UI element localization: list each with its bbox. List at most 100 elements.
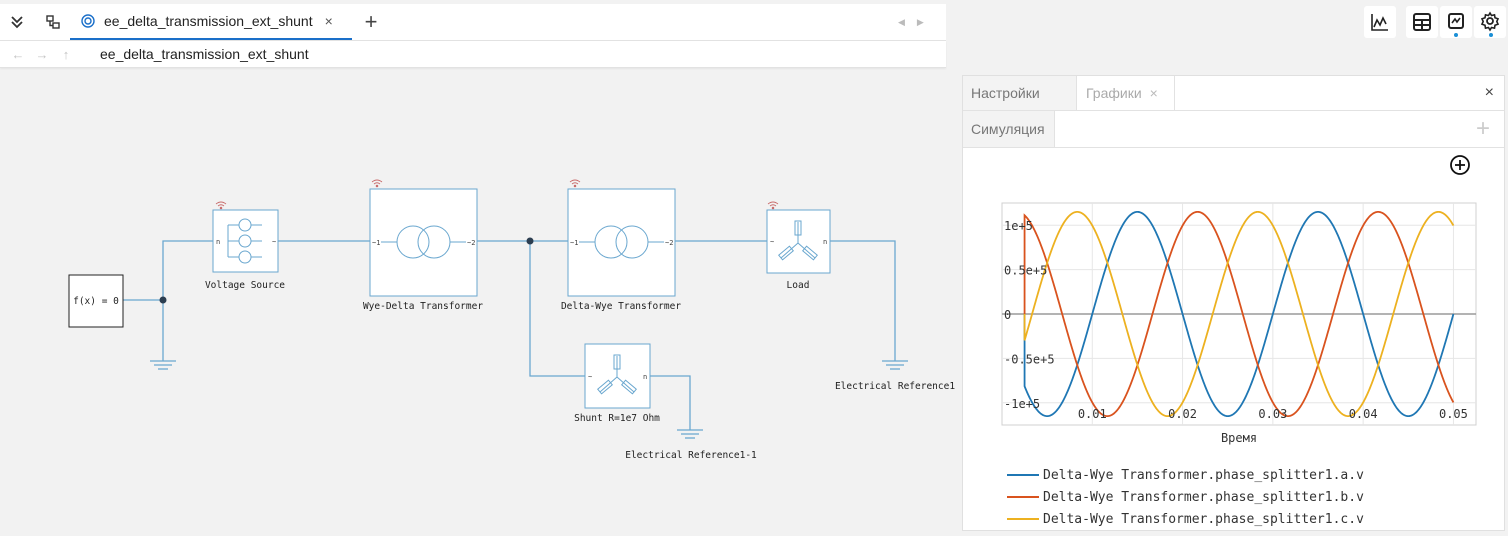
legend-item[interactable]: Delta-Wye Transformer.phase_splitter1.c.… bbox=[1007, 508, 1364, 530]
tab-label: Настройки bbox=[971, 85, 1040, 101]
tab-label: Графики bbox=[1086, 85, 1142, 101]
tab-bar: ee_delta_transmission_ext_shunt × + ◀ ▶ bbox=[0, 4, 946, 41]
status-dot bbox=[1454, 33, 1458, 37]
tab-scroll: ◀ ▶ bbox=[898, 4, 924, 40]
scroll-left-icon[interactable]: ◀ bbox=[898, 16, 905, 27]
tab-plots[interactable]: Графики × bbox=[1077, 76, 1175, 110]
hierarchy-button[interactable] bbox=[36, 4, 70, 40]
legend-swatch bbox=[1007, 474, 1039, 476]
add-tab-button[interactable]: + bbox=[364, 9, 378, 34]
double-chevron-down-icon bbox=[11, 16, 23, 29]
junction-node bbox=[526, 237, 534, 245]
up-button[interactable]: ↑ bbox=[62, 46, 70, 62]
gear-icon bbox=[1480, 11, 1500, 32]
block-label: Load bbox=[787, 280, 810, 291]
port-label: n bbox=[823, 238, 827, 246]
x-tick-label: 0.03 bbox=[1258, 407, 1287, 421]
reference-label[interactable]: Electrical Reference1-1 bbox=[625, 450, 757, 461]
junction-node bbox=[159, 296, 167, 304]
tab-close-icon[interactable]: × bbox=[324, 13, 333, 29]
back-button[interactable]: ← bbox=[11, 46, 25, 62]
ground-icon[interactable] bbox=[150, 360, 176, 370]
tab-label: ee_delta_transmission_ext_shunt bbox=[104, 13, 313, 29]
plot-icon bbox=[1371, 14, 1388, 31]
tab-settings[interactable]: Настройки bbox=[963, 76, 1077, 110]
block-label: Voltage Source bbox=[205, 280, 285, 291]
series-line[interactable] bbox=[1023, 210, 1455, 418]
model-icon bbox=[81, 14, 95, 28]
settings-button[interactable] bbox=[1474, 6, 1506, 38]
tab-simulation[interactable]: Симуляция bbox=[963, 111, 1055, 147]
legend-item[interactable]: Delta-Wye Transformer.phase_splitter1.b.… bbox=[1007, 486, 1364, 508]
panel-tabs: Настройки Графики × × bbox=[963, 76, 1504, 111]
add-plot-icon[interactable] bbox=[1449, 154, 1471, 176]
connection-lines bbox=[123, 240, 896, 430]
plot-button[interactable] bbox=[1364, 6, 1396, 38]
ground-icon[interactable] bbox=[677, 429, 703, 439]
wye-delta-transformer-block[interactable]: ~1 ~2 Wye-Delta Transformer bbox=[363, 179, 483, 312]
port-label: ~1 bbox=[570, 239, 578, 247]
panel-close-icon[interactable]: × bbox=[1484, 84, 1494, 101]
reference-label[interactable]: Electrical Reference1 bbox=[835, 381, 955, 392]
shunt-block[interactable]: ~ n Shunt R=1e7 Ohm bbox=[574, 343, 660, 424]
port-label: n bbox=[216, 238, 220, 246]
block-label: Delta-Wye Transformer bbox=[561, 301, 681, 312]
port-label: ~ bbox=[770, 238, 774, 246]
port-label: n bbox=[643, 373, 647, 381]
port-label: ~ bbox=[588, 373, 592, 381]
chip-icon bbox=[1448, 13, 1464, 29]
x-axis-label: Время bbox=[1221, 431, 1257, 445]
ground-icon[interactable] bbox=[882, 360, 908, 370]
grid-layout-icon bbox=[1413, 13, 1431, 31]
y-tick-label: 0.5e+5 bbox=[1004, 264, 1047, 278]
delta-wye-transformer-block[interactable]: ~1 ~2 Delta-Wye Transformer bbox=[561, 179, 681, 312]
legend-swatch bbox=[1007, 496, 1039, 498]
address-bar: ← → ↑ ee_delta_transmission_ext_shunt bbox=[0, 41, 946, 68]
legend-item[interactable]: Delta-Wye Transformer.phase_splitter1.a.… bbox=[1007, 464, 1364, 486]
port-label: ~2 bbox=[665, 239, 673, 247]
tab-label: Симуляция bbox=[971, 121, 1045, 137]
x-tick-label: 0.04 bbox=[1349, 407, 1378, 421]
status-dot bbox=[1489, 33, 1493, 37]
port-label: ~2 bbox=[467, 239, 475, 247]
port-label: ~ bbox=[272, 238, 276, 246]
legend-label: Delta-Wye Transformer.phase_splitter1.b.… bbox=[1043, 489, 1364, 505]
wifi-icon bbox=[767, 201, 779, 210]
chip-button[interactable] bbox=[1440, 6, 1472, 38]
add-subtab-button[interactable]: + bbox=[1475, 115, 1490, 142]
panel-subtabs: Симуляция + bbox=[963, 111, 1504, 148]
forward-button[interactable]: → bbox=[35, 46, 49, 62]
tab-model[interactable]: ee_delta_transmission_ext_shunt × bbox=[70, 4, 352, 40]
block-label: Wye-Delta Transformer bbox=[363, 301, 483, 312]
expand-menu-button[interactable] bbox=[0, 4, 34, 40]
voltage-source-block[interactable]: n ~ Voltage Source bbox=[205, 201, 285, 291]
line-chart[interactable]: 1e+5 0.5e+5 0 -0.5e+5 -1e+5 0.01 0.02 0.03 0.04 0… bbox=[963, 76, 1504, 466]
block-label: Shunt R=1e7 Ohm bbox=[574, 413, 660, 424]
wifi-icon bbox=[371, 179, 383, 188]
series-line[interactable] bbox=[1023, 210, 1455, 418]
plot-area[interactable]: 1e+5 0.5e+5 0 -0.5e+5 -1e+5 0.01 0.02 0.03 0.04 0… bbox=[963, 76, 1504, 471]
block-label: f(x) = 0 bbox=[73, 296, 119, 307]
hierarchy-icon bbox=[46, 15, 60, 29]
x-tick-label: 0.02 bbox=[1168, 407, 1197, 421]
y-tick-label: -1e+5 bbox=[1004, 397, 1040, 411]
legend-label: Delta-Wye Transformer.phase_splitter1.a.… bbox=[1043, 467, 1364, 483]
y-tick-label: -0.5e+5 bbox=[1004, 352, 1055, 366]
legend-swatch bbox=[1007, 518, 1039, 520]
x-tick-label: 0.01 bbox=[1078, 407, 1107, 421]
wifi-icon bbox=[569, 179, 581, 188]
tab-close-icon[interactable]: × bbox=[1149, 85, 1158, 101]
wifi-icon bbox=[215, 201, 227, 210]
series-line[interactable] bbox=[1023, 210, 1455, 418]
scroll-right-icon[interactable]: ▶ bbox=[916, 16, 924, 27]
x-tick-label: 0.05 bbox=[1439, 407, 1468, 421]
layout-button[interactable] bbox=[1406, 6, 1438, 38]
chart-legend: Delta-Wye Transformer.phase_splitter1.a.… bbox=[1007, 464, 1364, 530]
y-tick-label: 0 bbox=[1004, 308, 1011, 322]
y-tick-label: 1e+5 bbox=[1004, 219, 1033, 233]
address-path[interactable]: ee_delta_transmission_ext_shunt bbox=[100, 46, 309, 62]
solver-config-block[interactable]: f(x) = 0 bbox=[68, 274, 124, 328]
model-canvas[interactable]: f(x) = 0 n ~ Voltage Source ~1 ~2 Wye-De… bbox=[0, 68, 960, 531]
legend-label: Delta-Wye Transformer.phase_splitter1.c.… bbox=[1043, 511, 1364, 527]
load-block[interactable]: ~ n Load bbox=[766, 201, 831, 291]
